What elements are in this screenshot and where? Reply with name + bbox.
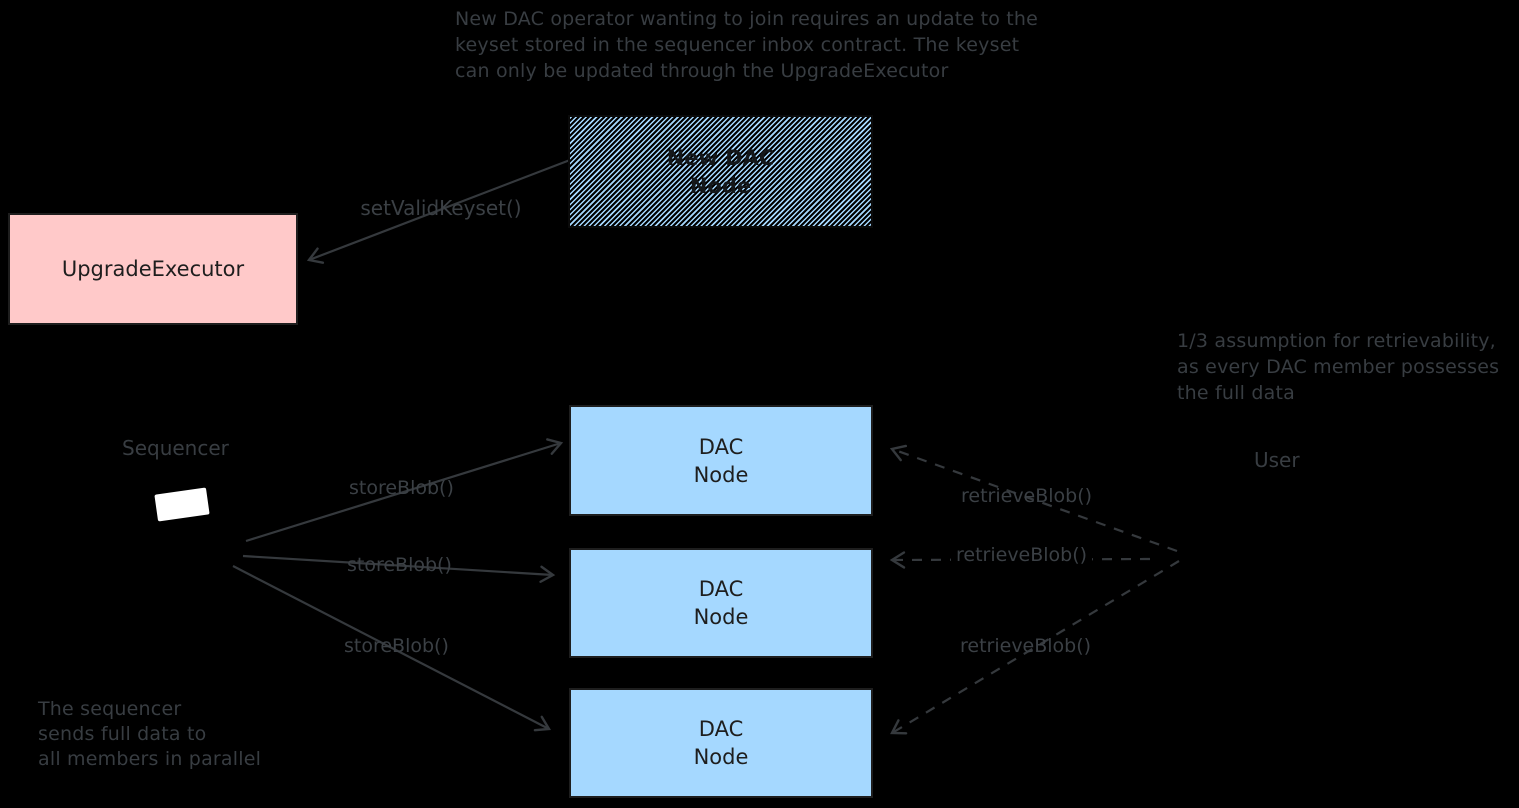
dac-node-box-2: DAC Node xyxy=(569,548,873,658)
note-retrievability-assumption: 1/3 assumption for retrievability, as ev… xyxy=(1177,330,1500,404)
upgrade-executor-label: UpgradeExecutor xyxy=(61,257,245,281)
arrow-store-blob-1 xyxy=(245,438,564,543)
arrow-store-blob-3 xyxy=(232,565,552,732)
dac-node-box-3: DAC Node xyxy=(569,688,873,798)
edge-label-store-blob-2: storeBlob() xyxy=(347,554,452,576)
dac-node-label: DAC Node xyxy=(693,717,749,769)
arrow-retrieve-blob-1 xyxy=(889,444,1178,553)
edge-label-store-blob-1: storeBlob() xyxy=(349,477,454,499)
arrow-set-valid-keyset xyxy=(306,158,571,264)
dac-node-box-1: DAC Node xyxy=(569,405,873,516)
edge-label-retrieve-blob-1: retrieveBlob() xyxy=(961,485,1093,507)
dac-node-label: DAC Node xyxy=(693,434,749,487)
new-dac-node-label: New DAC Node xyxy=(666,145,775,198)
user-label: User xyxy=(1254,448,1300,472)
sequencer-label: Sequencer xyxy=(122,436,229,460)
edge-label-retrieve-blob-2: retrieveBlob() xyxy=(951,544,1093,566)
edge-label-retrieve-blob-3: retrieveBlob() xyxy=(960,635,1092,657)
dac-node-label: DAC Node xyxy=(693,577,749,629)
edge-label-store-blob-3: storeBlob() xyxy=(344,635,449,657)
new-dac-node-box: New DAC Node xyxy=(568,115,873,228)
arrow-store-blob-2 xyxy=(242,554,556,583)
arrow-retrieve-blob-2 xyxy=(889,551,1151,569)
note-sequencer-parallel: The sequencer sends full data to all mem… xyxy=(38,698,262,770)
edge-label-set-valid-keyset: setValidKeyset() xyxy=(360,196,522,220)
note-keyset-update: New DAC operator wanting to join require… xyxy=(455,8,1039,82)
upgrade-executor-box: UpgradeExecutor xyxy=(8,213,298,325)
